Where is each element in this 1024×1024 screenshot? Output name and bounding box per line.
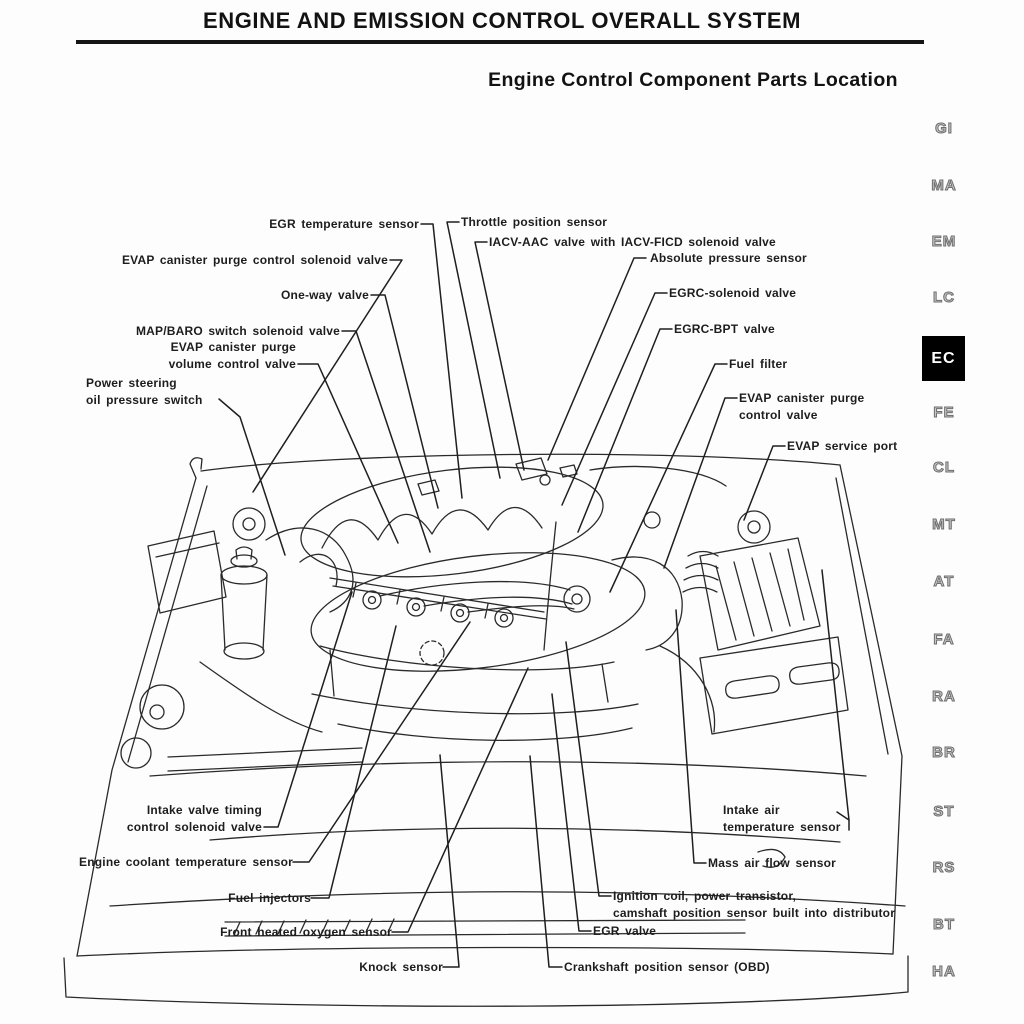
section-tab-rs: RS	[932, 859, 956, 877]
section-tab-ec-active: EC	[922, 336, 965, 381]
section-tab-at: AT	[933, 573, 955, 591]
section-tab-cl: CL	[933, 459, 955, 477]
label-intake-air-temperature-sensor: Intake air temperature sensor	[723, 803, 841, 834]
label-crankshaft-position-sensor-obd: Crankshaft position sensor (OBD)	[564, 960, 770, 974]
label-absolute-pressure-sensor: Absolute pressure sensor	[650, 251, 807, 265]
label-egr-valve: EGR valve	[593, 924, 657, 938]
label-ignition-coil-power-transistor-camshaft-position-sensor: Ignition coil, power transistor, camshaf…	[613, 889, 896, 920]
title-rule	[76, 40, 924, 44]
section-tab-gi: GI	[935, 120, 953, 138]
section-tab-lc: LC	[933, 289, 955, 307]
section-tab-ma: MA	[931, 177, 957, 195]
leader-lines	[218, 221, 850, 968]
label-fuel-injectors: Fuel injectors	[228, 891, 311, 905]
page-title: ENGINE AND EMISSION CONTROL OVERALL SYST…	[202, 8, 802, 33]
label-evap-canister-purge-control-solenoid-valve: EVAP canister purge control solenoid val…	[121, 253, 388, 267]
section-tab-ha: HA	[932, 963, 956, 981]
label-knock-sensor: Knock sensor	[359, 960, 443, 974]
label-egrc-bpt-valve: EGRC-BPT valve	[674, 322, 775, 336]
label-throttle-position-sensor: Throttle position sensor	[461, 215, 608, 229]
label-egr-temperature-sensor: EGR temperature sensor	[269, 217, 419, 231]
section-tab-fa: FA	[933, 631, 955, 649]
section-subtitle: Engine Control Component Parts Location	[488, 69, 898, 91]
label-evap-canister-purge-control-valve: EVAP canister purge control valve	[739, 391, 865, 422]
label-fuel-filter: Fuel filter	[729, 357, 788, 371]
section-tab-bt: BT	[933, 916, 955, 934]
section-tab-ra: RA	[932, 688, 956, 706]
label-front-heated-oxygen-sensor: Front heated oxygen sensor	[220, 925, 392, 939]
label-egrc-solenoid-valve: EGRC-solenoid valve	[669, 286, 797, 300]
section-tab-em: EM	[931, 233, 957, 251]
section-tab-mt: MT	[932, 516, 956, 534]
label-evap-service-port: EVAP service port	[787, 439, 898, 453]
section-tab-fe: FE	[933, 404, 955, 422]
section-tab-br: BR	[932, 744, 956, 762]
label-intake-valve-timing-control-solenoid-valve: Intake valve timing control solenoid val…	[126, 803, 262, 834]
label-evap-canister-purge-volume-control-valve: EVAP canister purge volume control valve	[168, 340, 296, 371]
label-power-steering-oil-pressure-switch: Power steering oil pressure switch	[86, 376, 203, 407]
label-map-baro-switch-solenoid-valve: MAP/BARO switch solenoid valve	[135, 324, 340, 338]
label-mass-air-flow-sensor: Mass air flow sensor	[708, 856, 837, 870]
label-iacv-aac-valve-with-iacv-ficd-solenoid-valve: IACV-AAC valve with IACV-FICD solenoid v…	[489, 235, 776, 249]
section-tab-st: ST	[933, 803, 955, 821]
label-engine-coolant-temperature-sensor: Engine coolant temperature sensor	[79, 855, 293, 869]
label-one-way-valve: One-way valve	[281, 288, 369, 302]
